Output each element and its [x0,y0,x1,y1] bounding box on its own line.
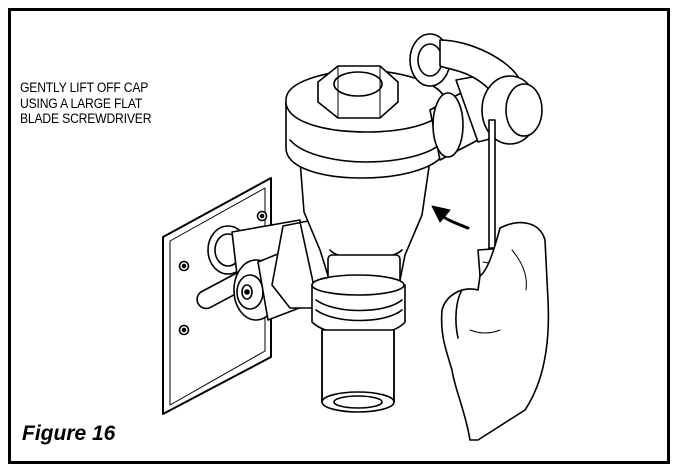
instruction-line-3: BLADE SCREWDRIVER [20,111,152,126]
hand-with-screwdriver [440,119,550,441]
handle-assembly [409,33,543,161]
instruction-text: GENTLY LIFT OFF CAP USING A LARGE FLAT B… [20,80,218,127]
outlet-pipe [311,274,406,413]
figure-caption: Figure 16 [22,422,116,445]
valve-cover [285,65,447,179]
curved-arrow-icon [431,205,470,230]
instruction-line-2: USING A LARGE FLAT [20,95,143,111]
instruction-line-1: GENTLY LIFT OFF CAP [20,80,149,95]
